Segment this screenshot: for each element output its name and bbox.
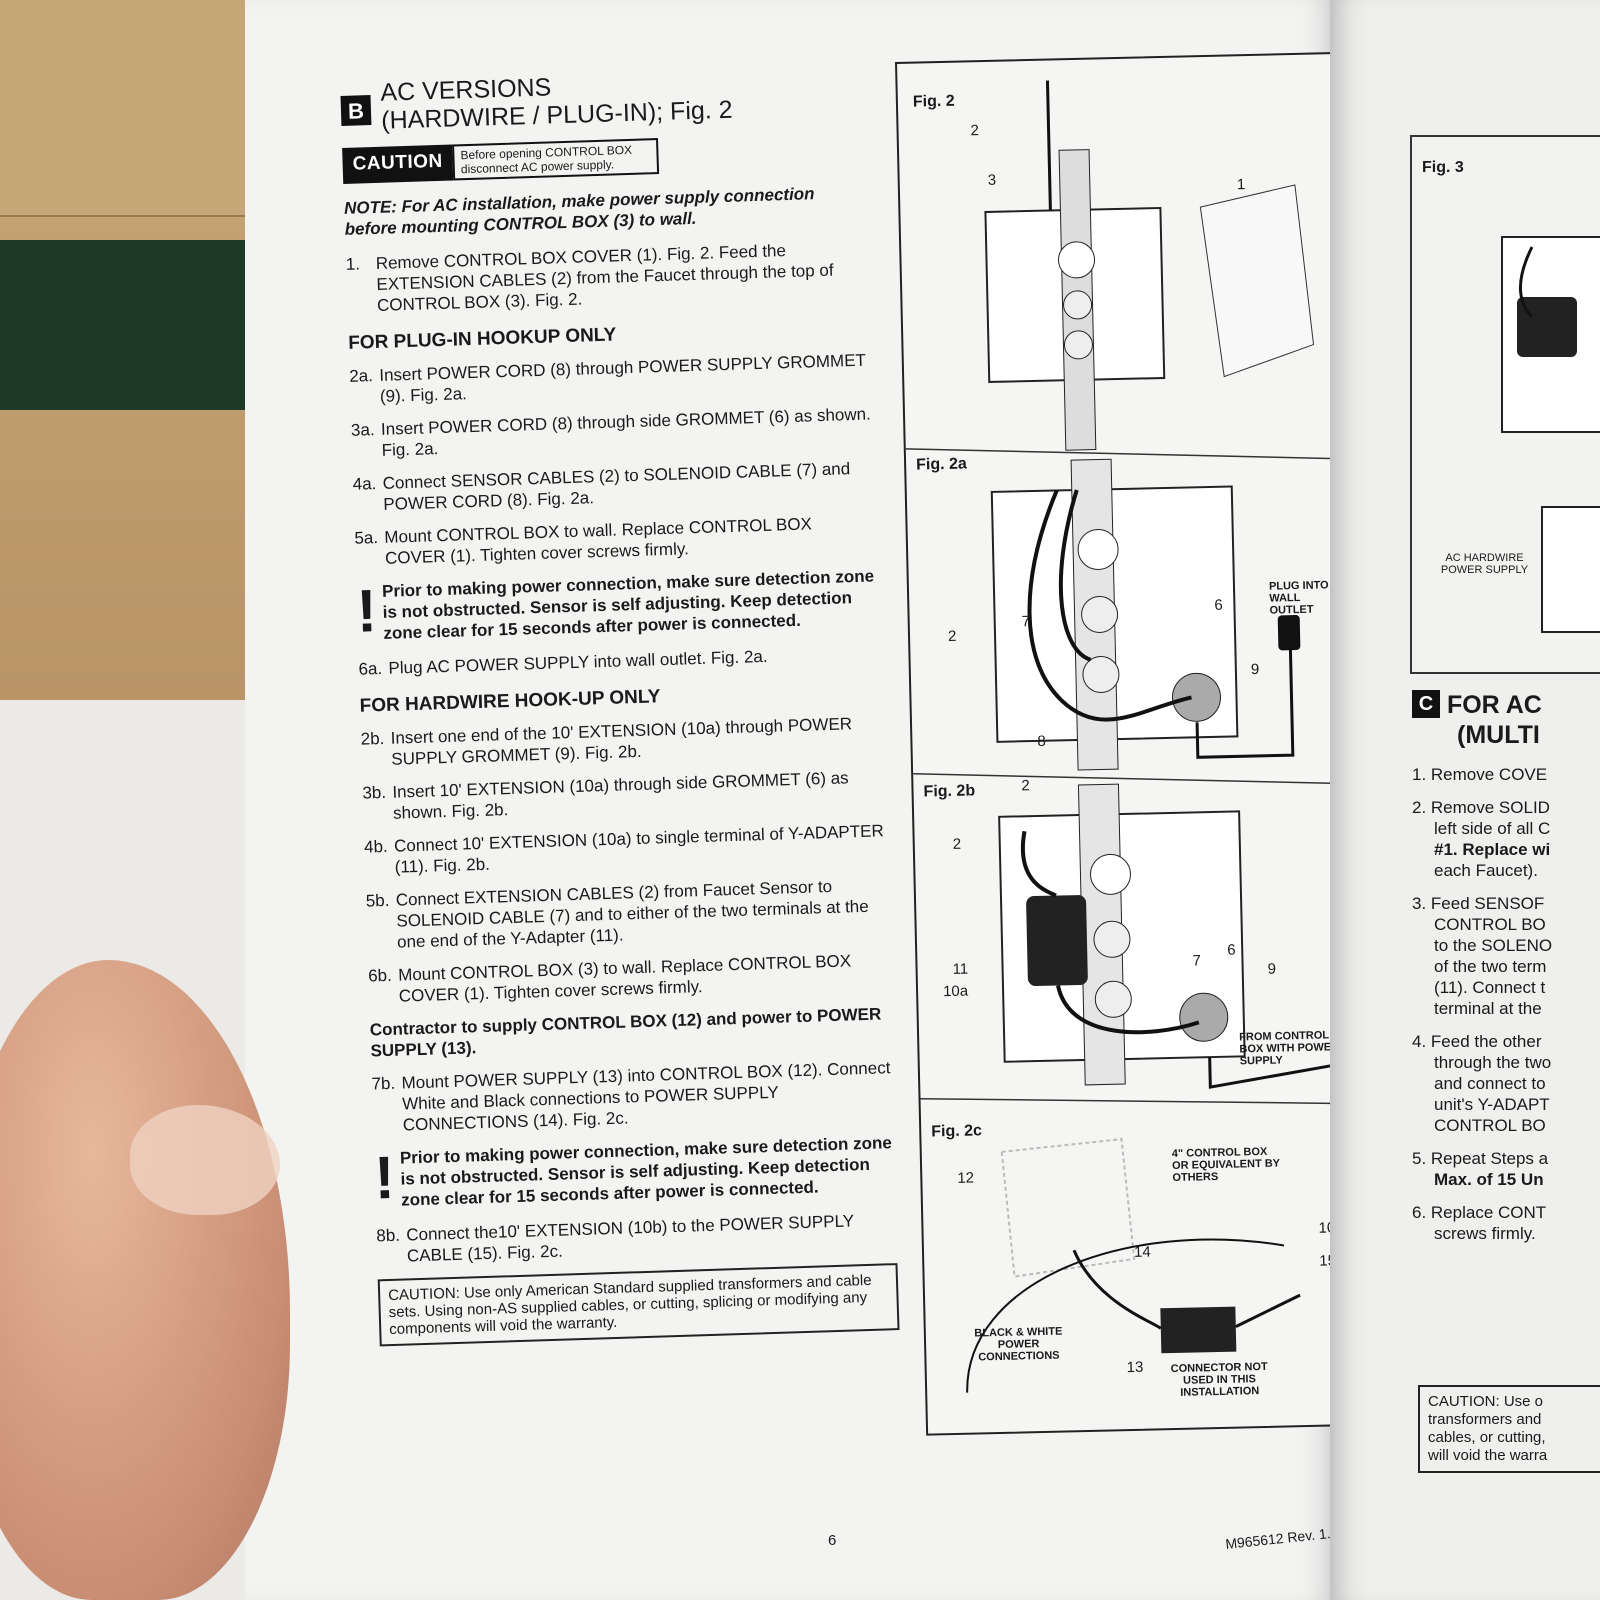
black-white-note: BLACK & WHITE POWER CONNECTIONS	[974, 1325, 1063, 1364]
callout: 1	[1236, 176, 1246, 194]
callout: 8	[1037, 732, 1046, 750]
step-6b: 6b.Mount CONTROL BOX (3) to wall. Replac…	[367, 951, 852, 1006]
callout: 2	[970, 122, 980, 140]
right-line: 6. Replace CONT	[1412, 1203, 1547, 1222]
step-6a: 6a.Plug AC POWER SUPPLY into wall outlet…	[358, 646, 768, 679]
right-line: 3. Feed SENSOF	[1412, 894, 1545, 913]
connector-note: CONNECTOR NOT USED IN THIS INSTALLATION	[1170, 1360, 1268, 1399]
step-5b: 5b.Connect EXTENSION CABLES (2) from Fau…	[365, 876, 869, 952]
thumb-nail	[130, 1105, 280, 1215]
fig3-label: Fig. 3	[1422, 159, 1464, 176]
section-c-column: C FOR AC (MULTI 1. Remove COVE 2. Remove…	[1412, 690, 1600, 1256]
right-line: each Faucet).	[1434, 861, 1538, 880]
callout: 2	[952, 835, 962, 853]
step-2b: 2b.Insert one end of the 10' EXTENSION (…	[360, 714, 853, 769]
control-box-note: 4" CONTROL BOX OR EQUIVALENT BY OTHERS	[1171, 1145, 1281, 1184]
fig3-panel: Fig. 3 AC HARDWIRE POWER SUPPLY	[1410, 135, 1600, 674]
right-line: unit's Y-ADAPT	[1434, 1095, 1550, 1114]
warning-1: ! Prior to making power connection, make…	[355, 566, 875, 645]
instruction-column: B AC VERSIONS (HARDWIRE / PLUG-IN); Fig.…	[340, 64, 900, 1347]
right-line: screws firmly.	[1434, 1224, 1536, 1243]
callout: 3	[987, 171, 997, 189]
fig2a-label: Fig. 2a	[915, 455, 968, 474]
step-2a: 2a.Insert POWER CORD (8) through POWER S…	[349, 350, 866, 406]
callout: 14	[1133, 1243, 1151, 1261]
figure-panel: Fig. 2 2 3 1 Fig. 2a 2 7 6 9 8 PLUG INTO…	[895, 51, 1371, 1436]
page-number: 6	[828, 1532, 837, 1549]
callout: 11	[952, 960, 969, 978]
hardwire-heading: FOR HARDWIRE HOOK-UP ONLY	[359, 686, 661, 717]
caution-label: CAUTION	[342, 144, 454, 184]
step-1: 1.Remove CONTROL BOX COVER (1). Fig. 2. …	[345, 241, 834, 315]
callout: 12	[957, 1169, 975, 1187]
callout: 2	[1021, 777, 1030, 795]
right-line: 4. Feed the other	[1412, 1032, 1542, 1051]
fig2-label: Fig. 2	[912, 92, 955, 111]
exclamation-icon: !	[355, 577, 378, 645]
plugin-heading: FOR PLUG-IN HOOKUP ONLY	[347, 324, 617, 354]
right-line: CONTROL BO	[1434, 915, 1546, 934]
fig2c-label: Fig. 2c	[931, 1122, 983, 1141]
callout: 7	[1021, 613, 1031, 631]
right-line: 2. Remove SOLID	[1412, 798, 1550, 817]
green-band	[0, 240, 250, 410]
right-line: #1. Replace wi	[1434, 840, 1551, 859]
right-line: CONTROL BO	[1434, 1116, 1546, 1135]
ac-hardwire-note: AC HARDWIRE POWER SUPPLY	[1440, 552, 1529, 576]
step-3a: 3a.Insert POWER CORD (8) through side GR…	[350, 404, 872, 460]
callout: 6	[1227, 941, 1236, 959]
cardboard-flap	[0, 0, 250, 217]
right-caution-box: CAUTION: Use o transformers and cables, …	[1418, 1385, 1600, 1473]
callout: 13	[1126, 1358, 1144, 1377]
right-line: 5. Repeat Steps a	[1412, 1149, 1549, 1168]
step-3b: 3b.Insert 10' EXTENSION (10a) through si…	[362, 768, 849, 823]
callout: 10a	[942, 982, 969, 1001]
right-line: through the two	[1434, 1053, 1552, 1072]
warning-2: ! Prior to making power connection, make…	[373, 1133, 893, 1212]
right-line: and connect to	[1434, 1074, 1546, 1093]
step-4b: 4b.Connect 10' EXTENSION (10a) to single…	[363, 821, 885, 877]
plug-into-note: PLUG INTO WALL OUTLET	[1268, 579, 1329, 617]
caution-note: Before opening CONTROL BOX disconnect AC…	[452, 138, 660, 181]
right-line: to the SOLENO	[1434, 936, 1553, 955]
right-line: terminal at the	[1434, 999, 1542, 1018]
callout: 9	[1250, 660, 1260, 679]
right-line: 1. Remove COVE	[1412, 765, 1548, 784]
caution-banner: CAUTION Before opening CONTROL BOX disco…	[342, 132, 863, 184]
right-line: of the two term	[1434, 957, 1547, 976]
callout: 9	[1267, 960, 1277, 978]
right-line: Max. of 15 Un	[1434, 1170, 1544, 1189]
callout: 2	[947, 627, 957, 645]
callout: 6	[1214, 596, 1223, 614]
figure-drawings	[905, 80, 1361, 1393]
section-c-header: C FOR AC (MULTI	[1412, 690, 1600, 750]
fig2b-label: Fig. 2b	[923, 782, 976, 801]
from-control-box-note: FROM CONTROL BOX WITH POWER SUPPLY	[1239, 1029, 1340, 1068]
exclamation-icon: !	[373, 1143, 396, 1212]
step-7b: 7b.Mount POWER SUPPLY (13) into CONTROL …	[371, 1058, 891, 1135]
fig3-drawing	[1501, 236, 1600, 633]
step-5a: 5a.Mount CONTROL BOX to wall. Replace CO…	[354, 514, 813, 568]
section-title: AC VERSIONS (HARDWIRE / PLUG-IN); Fig. 2	[379, 73, 733, 135]
right-line: (11). Connect t	[1434, 978, 1546, 997]
callout: 7	[1192, 952, 1202, 970]
step-8b: 8b.Connect the10' EXTENSION (10b) to the…	[376, 1211, 855, 1266]
note-text: NOTE: For AC installation, make power su…	[343, 184, 815, 239]
right-line: left side of all C	[1434, 819, 1551, 838]
contractor-note: Contractor to supply CONTROL BOX (12) an…	[369, 1004, 882, 1061]
step-4a: 4a.Connect SENSOR CABLES (2) to SOLENOID…	[352, 459, 851, 514]
section-badge: B	[340, 95, 372, 126]
